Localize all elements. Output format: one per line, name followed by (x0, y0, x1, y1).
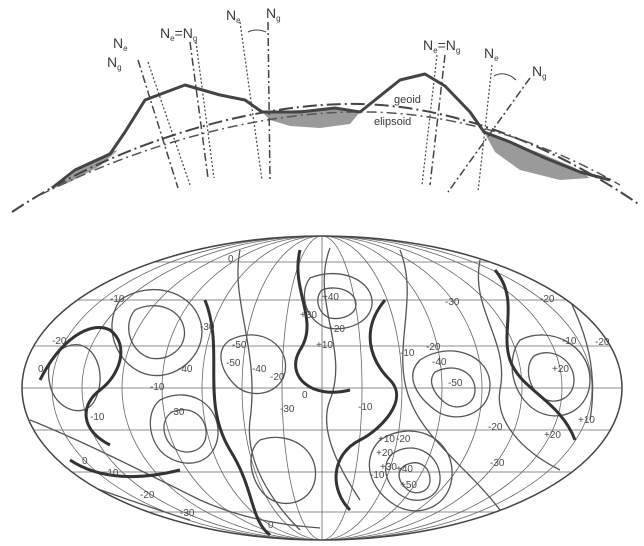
contour-label: +10 (316, 340, 333, 351)
contour-label: -30 (170, 407, 185, 418)
contour-label: -10 (562, 336, 577, 347)
contour-label: -30 (180, 508, 195, 519)
contour-label: -20 (396, 434, 411, 445)
svg-text:Ne: Ne (484, 45, 499, 63)
contour-label: -30 (200, 322, 215, 333)
ellipsoid-label: elipsoid (374, 116, 411, 128)
geoid-profile-diagram: Ne Ng Ne=Ng Ne Ng Ne=Ng Ne Ng geoid elip… (12, 5, 640, 212)
contour-label: -20 (488, 422, 503, 433)
contour-label: 0 (38, 364, 44, 375)
svg-text:Ne=Ng: Ne=Ng (423, 37, 460, 55)
contour-label: +30 (300, 310, 317, 321)
contour-label: -30 (490, 458, 505, 469)
contour-label: -20 (52, 336, 67, 347)
contour-label: +10 (578, 415, 595, 426)
contour-label: -50 (232, 340, 247, 351)
svg-text:Ne=Ng: Ne=Ng (160, 25, 197, 43)
contour-label: -20 (426, 342, 441, 353)
contour-label: -10 (110, 294, 125, 305)
contour-label: 0 (302, 390, 308, 401)
contour-label: -20 (140, 490, 155, 501)
contour-label: -50 (226, 358, 241, 369)
contour-label: -40 (432, 357, 447, 368)
svg-text:Ne: Ne (113, 35, 128, 53)
contour-label: -40 (252, 364, 267, 375)
contour-label: +20 (376, 448, 393, 459)
geoid-label: geoid (394, 94, 421, 106)
contour-label: +10 (378, 434, 395, 445)
contour-label: 0 (228, 254, 234, 265)
contour-label: -20 (595, 337, 610, 348)
geoid-contour-map: -10 -20 -30 -40 -50 -10 -30 +40 +30 +20 … (20, 236, 624, 540)
contour-label: 0 (82, 456, 88, 467)
contour-label: -40 (178, 364, 193, 375)
svg-text:Ne: Ne (226, 7, 241, 25)
contour-label: -10 (400, 348, 415, 359)
contour-label: +20 (552, 364, 569, 375)
contour-label: +20 (544, 430, 561, 441)
contour-label: -50 (448, 378, 463, 389)
contour-label: -10 (370, 470, 385, 481)
contour-label: -10 (150, 382, 165, 393)
contour-label: -10 (104, 468, 119, 479)
svg-text:Ng: Ng (266, 5, 281, 23)
contour-label: -30 (280, 404, 295, 415)
svg-text:Ng: Ng (532, 63, 547, 81)
contour-label: -20 (270, 372, 285, 383)
contour-label: -10 (90, 412, 105, 423)
contour-label: -30 (445, 297, 460, 308)
contour-label: -20 (540, 294, 555, 305)
contour-label: 0 (268, 520, 274, 531)
contour-label: +20 (328, 324, 345, 335)
contour-label: -10 (358, 402, 373, 413)
contour-label: +40 (396, 464, 413, 475)
contour-label: +40 (322, 292, 339, 303)
contour-label: +50 (400, 480, 417, 491)
svg-text:Ng: Ng (107, 54, 122, 72)
